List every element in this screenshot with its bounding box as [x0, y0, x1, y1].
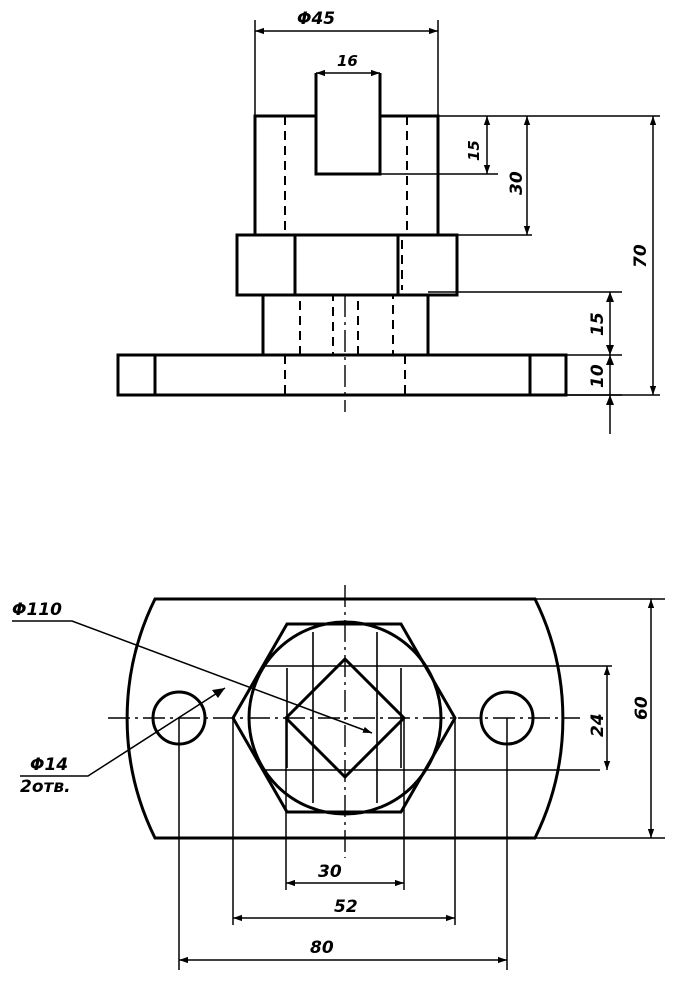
label-w-52: 52 — [334, 897, 358, 917]
dim-height-60: 60 — [535, 598, 665, 839]
neck — [261, 295, 430, 355]
label-h-70: 70 — [631, 244, 651, 268]
label-h-15-mid: 15 — [588, 312, 608, 336]
label-dia-45: Φ45 — [297, 9, 335, 29]
label-hole-count: 2отв. — [20, 777, 71, 797]
label-w-80: 80 — [310, 938, 334, 958]
label-w-16: 16 — [337, 52, 358, 70]
dim-width-52: 52 — [232, 718, 456, 925]
upper-cylinder — [253, 73, 440, 235]
dim-height-24: 24 — [430, 665, 612, 770]
base-plate — [116, 353, 568, 397]
leader-dia-14: Φ14 2отв. — [20, 687, 226, 797]
dim-height-15-and-10: 15 10 — [428, 291, 622, 434]
leader-dia-110: Φ110 — [12, 600, 373, 734]
dim-height-15-top: 15 — [380, 115, 498, 175]
label-h-60: 60 — [632, 696, 652, 720]
label-h-10: 10 — [588, 364, 608, 388]
hidden-lines — [284, 116, 408, 395]
label-h-30: 30 — [507, 171, 527, 195]
dim-height-30: 30 — [457, 115, 532, 236]
label-w-30: 30 — [318, 862, 342, 882]
front-view: Φ45 16 15 30 70 — [116, 9, 660, 434]
label-dia-110: Φ110 — [12, 600, 62, 620]
label-hole-dia: Φ14 — [30, 755, 68, 775]
top-view: Φ110 Φ14 2отв. 24 60 30 — [12, 585, 665, 970]
dim-width-30: 30 — [285, 718, 405, 890]
label-h-15-top: 15 — [465, 140, 483, 161]
dim-diameter-45: Φ45 — [254, 9, 439, 116]
hex-flange — [235, 233, 459, 297]
label-h-24: 24 — [588, 713, 608, 737]
dim-width-16: 16 — [316, 52, 380, 77]
dim-height-70: 70 — [532, 115, 660, 396]
dim-width-80: 80 — [178, 718, 508, 970]
